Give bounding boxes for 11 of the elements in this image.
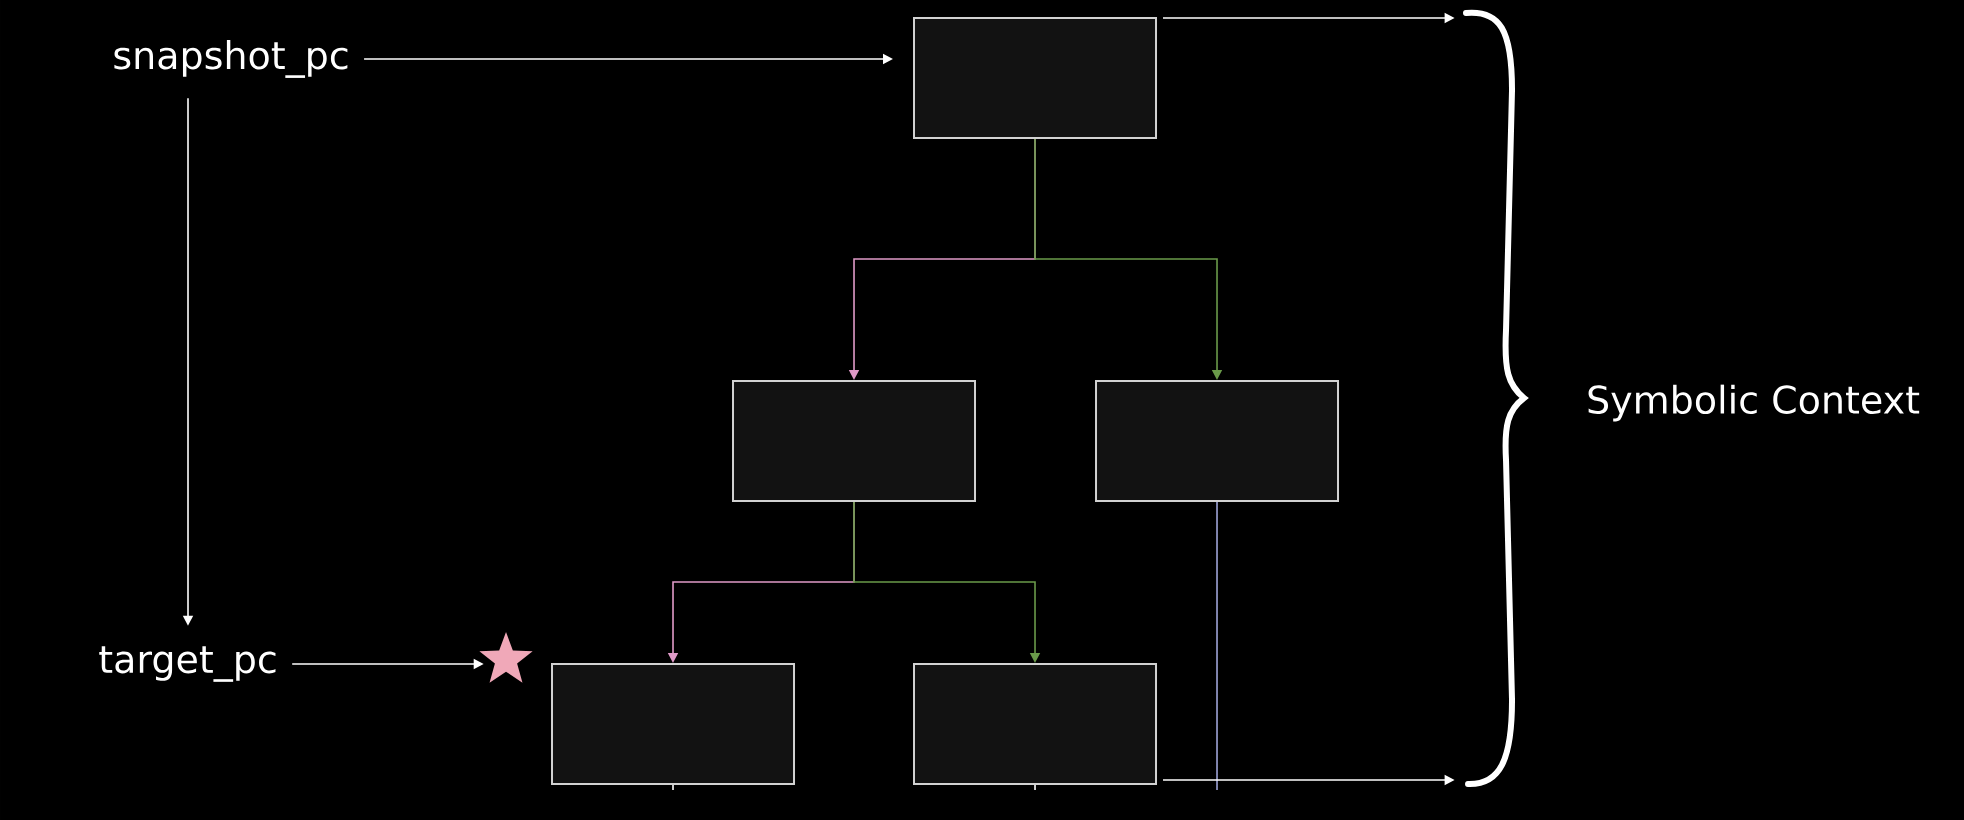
label-text: snapshot_pc	[114, 40, 348, 78]
star-icon	[479, 632, 533, 683]
arrow	[1034, 138, 1223, 380]
process-box	[913, 17, 1157, 139]
label-text: target_pc	[99, 646, 276, 682]
label-text: Symbolic Context	[1588, 384, 1920, 422]
curly-brace	[1463, 9, 1527, 787]
process-box	[551, 663, 795, 785]
process-box	[732, 380, 976, 502]
process-box	[913, 663, 1157, 785]
process-box	[1095, 380, 1339, 502]
